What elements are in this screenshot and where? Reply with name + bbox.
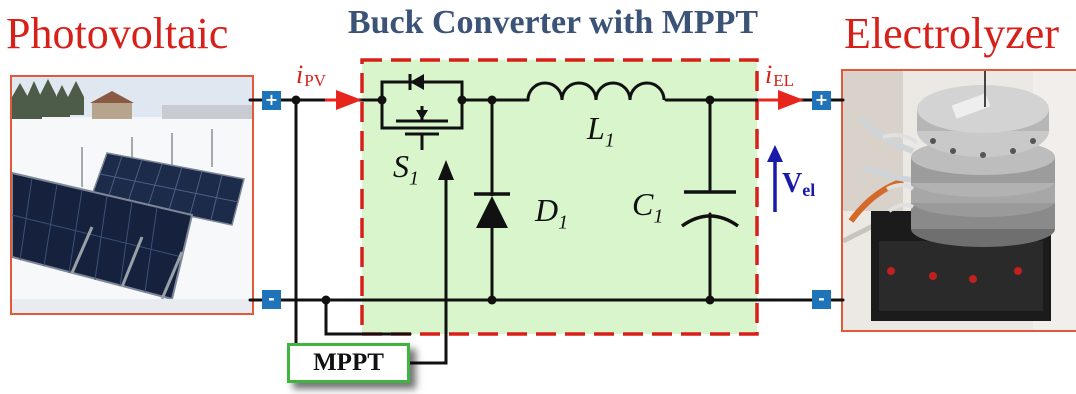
- solar-panel-illustration: [12, 77, 252, 313]
- solar-panel-photo: [10, 75, 254, 315]
- mosfet-arrow: [416, 110, 428, 120]
- capacitor-label: C1: [632, 186, 664, 228]
- mosfet-body-diode: [410, 74, 424, 90]
- voltage-arrow: [767, 145, 783, 162]
- electrolyzer-photo: [841, 69, 1076, 332]
- inductor-symbol: [526, 81, 666, 101]
- electrolyzer-illustration: [843, 71, 1076, 330]
- capacitor-symbol: [680, 190, 740, 228]
- input-current-arrow: [336, 90, 362, 110]
- voltage-label: Vel: [782, 168, 816, 200]
- mppt-controller-box: MPPT: [287, 343, 410, 383]
- junction-dots: [291, 95, 715, 305]
- gate-drive-wire: [408, 170, 448, 365]
- output-current-label: iEL: [765, 60, 795, 90]
- el-minus-terminal: -: [812, 290, 831, 309]
- pv-minus-terminal: -: [262, 290, 281, 309]
- mosfet-symbol: [380, 80, 464, 150]
- diode-symbol: [474, 188, 510, 228]
- diode-label: D1: [535, 192, 569, 234]
- switch-label: S1: [393, 148, 419, 190]
- output-current-arrow: [778, 90, 804, 110]
- electrolyzer-title: Electrolyzer: [844, 9, 1059, 58]
- input-current-label: iPV: [296, 60, 326, 90]
- gate-arrow: [438, 160, 454, 180]
- inductor-label: L1: [587, 110, 615, 152]
- converter-region: [360, 58, 759, 336]
- photovoltaic-title: Photovoltaic: [6, 9, 229, 58]
- converter-title: Buck Converter with MPPT: [347, 4, 759, 41]
- el-plus-terminal: +: [812, 91, 831, 110]
- current-sense-wire: [324, 298, 412, 336]
- pv-plus-terminal: +: [262, 91, 281, 110]
- mppt-label: MPPT: [313, 349, 384, 376]
